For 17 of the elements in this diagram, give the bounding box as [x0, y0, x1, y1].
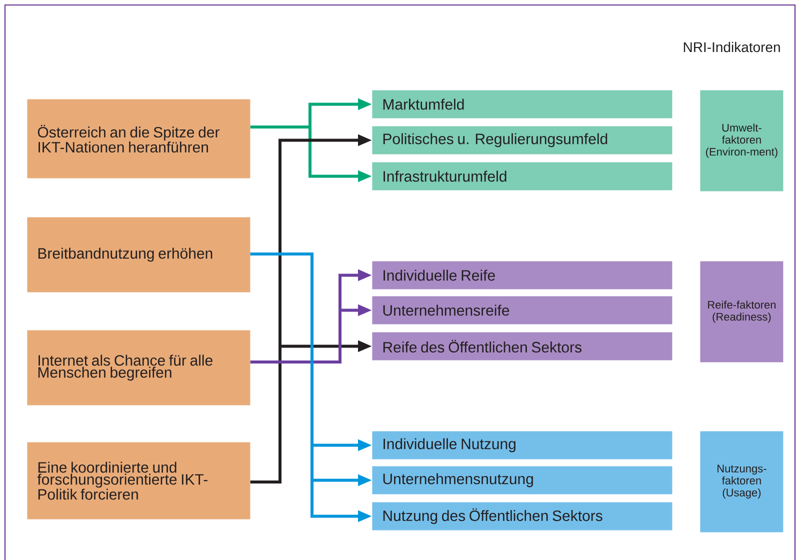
- goal-box: Österreich an die Spitze der IKT-Nationen heranführen: [27, 99, 250, 178]
- indicator-box: Individuelle Reife: [372, 261, 672, 290]
- heading: NRI-Indikatoren: [684, 42, 780, 52]
- indicator-box: Reife des Öffentlichen Sektors: [372, 332, 672, 360]
- category-box: Nutzungs-faktoren (Usage): [700, 431, 784, 532]
- goal-box: Breitbandnutzung erhöhen: [27, 217, 250, 292]
- indicator-box: Unternehmensnutzung: [372, 466, 672, 494]
- indicator-box: Infrastrukturumfeld: [372, 162, 672, 190]
- indicator-box: Marktumfeld: [372, 90, 672, 118]
- indicator-box: Unternehmensreife: [372, 296, 672, 324]
- indicator-box: Politisches u. Regulierungsumfeld: [372, 126, 672, 154]
- indicator-box: Individuelle Nutzung: [372, 431, 672, 460]
- goal-box: Eine koordinierte und forschungsorientierte IKT-Politik forcieren: [27, 442, 250, 520]
- goal-box: Internet als Chance für alle Menschen begreifen: [27, 330, 250, 406]
- category-box: Umwelt-faktoren (Environ-ment): [700, 90, 784, 192]
- indicator-box: Nutzung des Öffentlichen Sektors: [372, 502, 672, 530]
- category-box: Reife-faktoren (Readiness): [700, 261, 784, 362]
